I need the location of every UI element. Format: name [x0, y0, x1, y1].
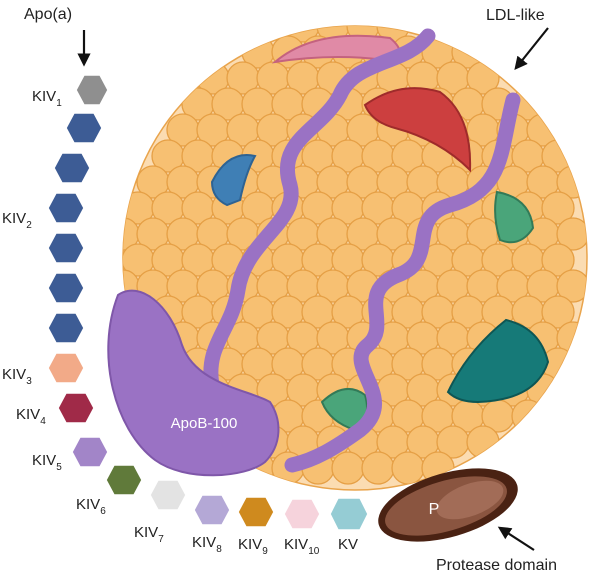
kiv2-hexagon [47, 312, 85, 344]
kiv6-hexagon [105, 464, 143, 496]
kiv4-hexagon [57, 392, 95, 424]
lipid-sphere [391, 451, 425, 485]
apob100-strands [203, 28, 521, 473]
apob100-label: ApoB-100 [171, 415, 238, 432]
kiv3-hexagon [47, 352, 85, 384]
lipid-sphere [286, 26, 320, 43]
kiv1-label: KIV1 [32, 88, 62, 109]
kiv9-label: KIV9 [238, 536, 268, 557]
apob100-domain [107, 289, 280, 477]
kiv5-hexagon [71, 436, 109, 468]
kiv2-hexagon [47, 272, 85, 304]
kringle-chain [47, 74, 369, 531]
green-protein-right [494, 190, 535, 244]
kiv9-hexagon [237, 496, 275, 528]
lipid-sphere [541, 243, 575, 277]
kiv3-label: KIV3 [2, 366, 32, 387]
ldl-arrow [514, 27, 549, 71]
kiv5-label: KIV5 [32, 452, 62, 473]
kiv1-hexagon [75, 74, 109, 106]
pointer-arrows [77, 27, 549, 551]
protease-arrow [497, 526, 535, 551]
lipid-sphere [511, 399, 545, 433]
teal-protein [446, 318, 550, 404]
lipid-sphere [541, 191, 575, 225]
kiv8-label: KIV8 [192, 534, 222, 555]
protease-letter: P [429, 501, 440, 518]
kiv2-hexagon [65, 112, 103, 144]
kiv6-label: KIV6 [76, 496, 106, 517]
blue-protein [210, 154, 257, 207]
lipid-sphere [556, 217, 587, 251]
lipid-sphere [541, 295, 575, 329]
kiv2-hexagon [47, 192, 85, 224]
lipid-sphere [466, 425, 500, 459]
kiv2-hexagon [47, 232, 85, 264]
kiv10-hexagon [283, 498, 321, 530]
lipid-sphere [331, 451, 365, 485]
red-protein [363, 87, 472, 173]
kiv4-label: KIV4 [16, 406, 46, 427]
lipid-sphere [361, 451, 395, 485]
protease-highlight [436, 480, 504, 520]
kv-hexagon [329, 497, 369, 531]
kiv8-hexagon [193, 494, 231, 526]
kiv2-label: KIV2 [2, 210, 32, 231]
kiv7-label: KIV7 [134, 524, 164, 545]
kiv7-hexagon [149, 479, 187, 511]
apob100-strand-right [284, 92, 521, 473]
apob100-strand-left [203, 28, 436, 393]
lipid-sphere [556, 269, 587, 303]
kiv10-label: KIV10 [284, 536, 320, 557]
apo-a-label: Apo(a) [24, 6, 72, 23]
kiv2-hexagon [53, 152, 91, 184]
ldl-like-label: LDL-like [486, 7, 545, 24]
protease-domain: P [378, 468, 518, 542]
protease-domain-label: Protease domain [436, 557, 557, 574]
kv-label: KV [338, 536, 358, 553]
